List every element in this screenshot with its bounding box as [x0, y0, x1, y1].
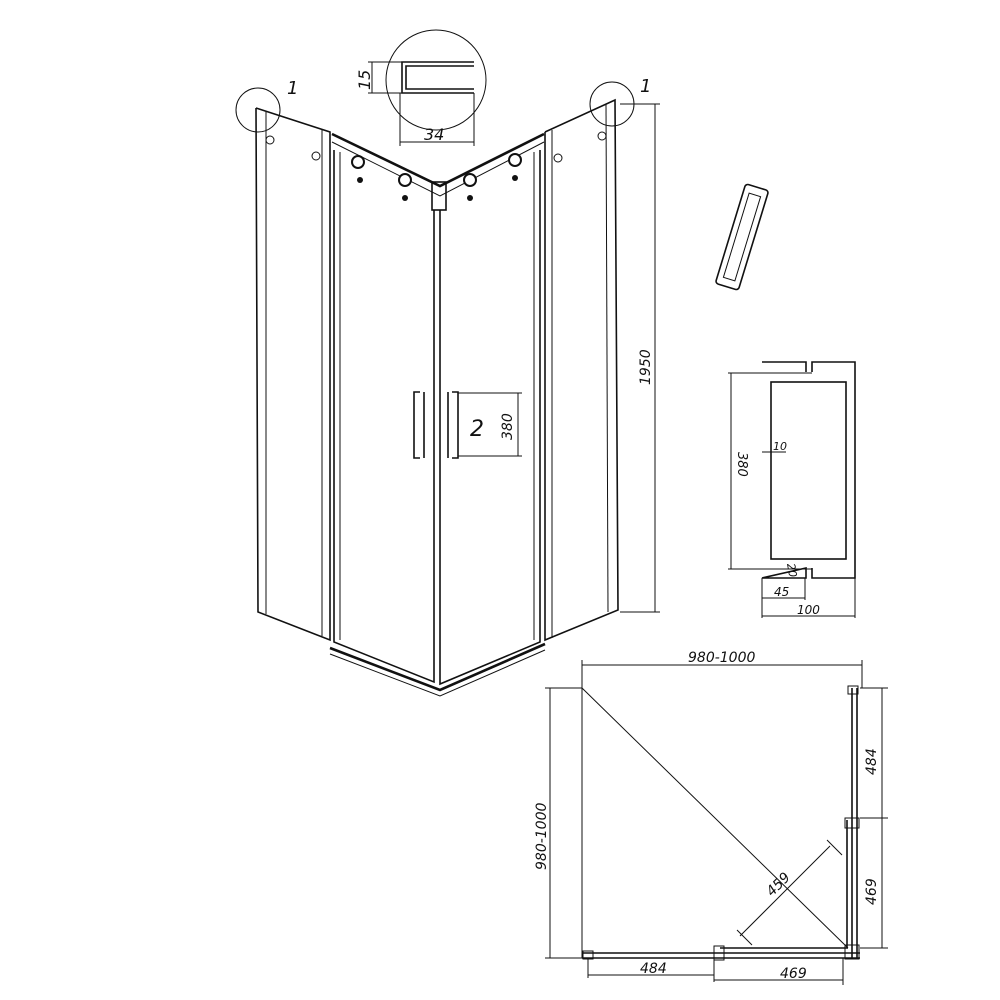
- right-fixed-panel: [544, 98, 619, 642]
- left-handle: [413, 391, 425, 459]
- handle-depth-label: 100: [797, 603, 820, 617]
- profile-detail: 15 34: [355, 29, 487, 146]
- plan-bottom-fixed-label: 484: [640, 961, 667, 977]
- right-handle: [447, 391, 459, 459]
- plan-bottom-door-label: 469: [780, 966, 807, 982]
- profile-height-label: 15: [355, 70, 374, 90]
- profile-width-label: 34: [424, 125, 444, 144]
- plan-diagonal-label: 459: [764, 870, 794, 900]
- plan-right-door-label: 469: [864, 878, 880, 905]
- roller-hole: [265, 135, 275, 145]
- plan-view: 980-1000 980-1000 484 469 484 469 459: [534, 650, 888, 985]
- plan-depth-label: 980-1000: [534, 803, 550, 870]
- right-door: [439, 150, 541, 686]
- left-door: [333, 150, 435, 684]
- callout-circle: [235, 87, 281, 133]
- plan-width-label: 980-1000: [688, 650, 755, 666]
- plan-right-fixed-label: 484: [864, 748, 880, 775]
- height-label: 1950: [638, 349, 654, 385]
- corner-connector: [431, 181, 447, 211]
- callout-handle: 2: [470, 417, 484, 442]
- handle-length-label: 380: [500, 413, 516, 440]
- perspective-view: 2 380 1950 1 1: [235, 76, 660, 697]
- callout-1-left: 1: [287, 78, 298, 99]
- handle-length-detail: 380: [734, 452, 749, 477]
- roller-hole: [311, 151, 321, 161]
- handle-offset-label: 45: [774, 585, 789, 599]
- left-fixed-panel: [255, 107, 331, 642]
- rollers: [351, 153, 522, 201]
- handle-diameter-label: 10: [773, 440, 787, 453]
- handle-icon: [715, 183, 769, 291]
- callout-1-right: 1: [640, 76, 651, 97]
- handle-standoff-label: 20: [784, 562, 799, 578]
- callout-circle: [589, 81, 635, 127]
- handle-detail: 380 10 20 45 100: [728, 361, 856, 618]
